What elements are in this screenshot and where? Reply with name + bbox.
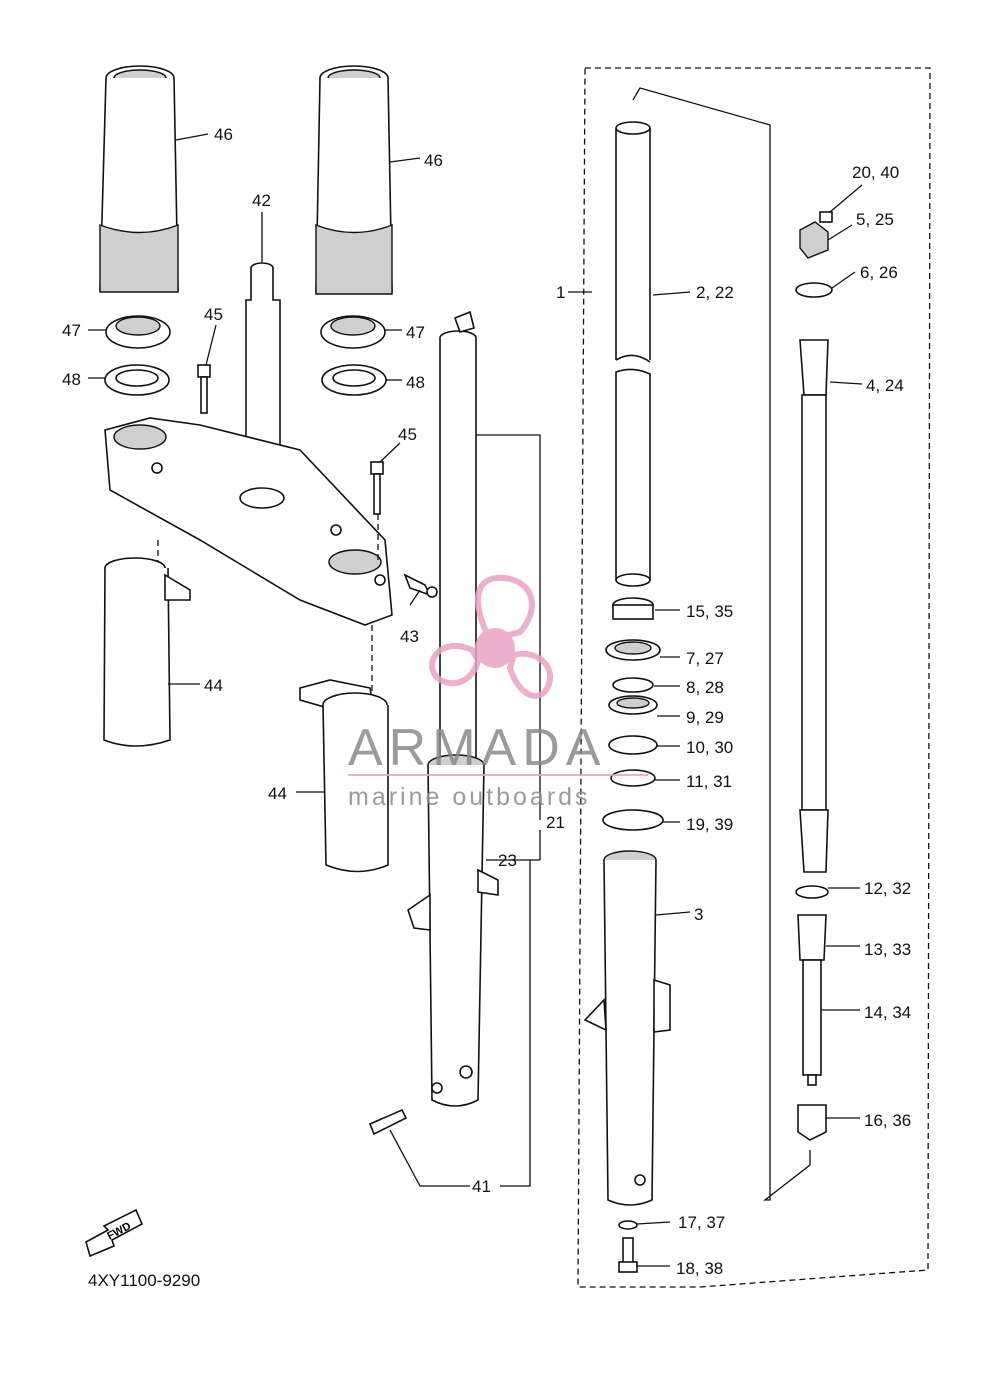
oil-lock-piece-16 xyxy=(797,1104,827,1141)
callout-11-31: 11, 31 xyxy=(686,772,732,791)
watermark: ARMADA marine outboards xyxy=(348,574,648,811)
fork-cover-46-right xyxy=(315,65,393,295)
propeller-logo-icon xyxy=(429,574,554,699)
washer-17 xyxy=(618,1220,638,1230)
callout-48-right: 48 xyxy=(406,373,425,392)
leader-lines xyxy=(88,133,863,1267)
bushing-9 xyxy=(608,695,658,715)
callout-9-29: 9, 29 xyxy=(686,708,724,727)
diagram-code: 4XY1100-9290 xyxy=(88,1271,200,1290)
bolt-41 xyxy=(368,1108,408,1136)
o-ring-19 xyxy=(602,809,664,831)
callout-12-32: 12, 32 xyxy=(864,879,911,898)
washer-47-right xyxy=(320,315,386,349)
callout-4-24: 4, 24 xyxy=(866,376,904,395)
slide-bushing-15 xyxy=(612,597,654,620)
callout-23: 23 xyxy=(498,851,517,870)
clip-11 xyxy=(610,769,656,787)
outer-tube-3 xyxy=(583,850,671,1206)
callout-46-left: 46 xyxy=(214,125,233,144)
callout-42: 42 xyxy=(252,191,271,210)
callout-5-25: 5, 25 xyxy=(856,210,894,229)
under-bracket xyxy=(104,417,393,626)
callout-8-28: 8, 28 xyxy=(686,678,724,697)
callout-47-left: 47 xyxy=(62,321,81,340)
inner-tube-23 xyxy=(439,310,477,761)
callout-48-left: 48 xyxy=(62,370,81,389)
callout-16-36: 16, 36 xyxy=(864,1111,911,1130)
watermark-tagline: marine outboards xyxy=(348,783,591,811)
outer-tube-21 xyxy=(407,754,499,1107)
callout-15-35: 15, 35 xyxy=(686,602,733,621)
callout-13-33: 13, 33 xyxy=(864,940,911,959)
o-ring-6 xyxy=(795,282,833,298)
callout-19-39: 19, 39 xyxy=(686,815,733,834)
callout-14-34: 14, 34 xyxy=(864,1003,911,1022)
oil-seal-7 xyxy=(605,639,661,661)
callout-45-right: 45 xyxy=(398,425,417,444)
callout-1: 1 xyxy=(556,283,565,302)
washer-48-right xyxy=(321,364,387,396)
callout-7-27: 7, 27 xyxy=(686,649,724,668)
damper-rod-14 xyxy=(802,959,822,1086)
bolt-45-right xyxy=(370,461,384,515)
callout-44-lower: 44 xyxy=(268,784,287,803)
callout-labels: 46 46 42 45 45 47 48 47 48 43 44 44 21 2… xyxy=(62,125,911,1278)
callout-10-30: 10, 30 xyxy=(686,738,733,757)
cap-bolt-5 xyxy=(799,221,829,259)
callout-20-40: 20, 40 xyxy=(852,163,899,182)
washer-48-left xyxy=(104,364,170,396)
washer-8 xyxy=(612,677,654,693)
callout-17-37: 17, 37 xyxy=(678,1213,725,1232)
callout-47-right: 47 xyxy=(406,323,425,342)
callout-18-38: 18, 38 xyxy=(676,1259,723,1278)
fwd-arrow-icon: FWD xyxy=(85,1208,144,1258)
callout-45-left: 45 xyxy=(204,305,223,324)
fork-assembly-boundary xyxy=(577,67,931,1288)
callout-44-upper: 44 xyxy=(204,676,223,695)
bolt-43 xyxy=(403,573,438,598)
spring-seat-12 xyxy=(795,885,829,899)
callout-41: 41 xyxy=(472,1177,491,1196)
damper-rod-20 xyxy=(819,211,833,223)
bolt-18 xyxy=(618,1237,638,1273)
callout-21: 21 xyxy=(546,813,565,832)
rebound-spring-13 xyxy=(797,914,827,961)
bolt-45-left xyxy=(197,364,211,414)
callout-3: 3 xyxy=(694,905,703,924)
fork-cover-44-lower xyxy=(299,679,389,873)
dust-seal-10 xyxy=(608,735,658,755)
callout-43: 43 xyxy=(400,627,419,646)
callout-2-22: 2, 22 xyxy=(696,283,734,302)
fork-spring-4 xyxy=(799,339,829,873)
callout-6-26: 6, 26 xyxy=(860,263,898,282)
watermark-brand: ARMADA xyxy=(348,719,606,777)
inner-tube-2 xyxy=(615,121,651,587)
washer-47-left xyxy=(105,315,171,349)
fork-cover-46-left xyxy=(99,65,179,293)
callout-46-right: 46 xyxy=(424,151,443,170)
fork-cover-44-upper xyxy=(103,557,191,747)
